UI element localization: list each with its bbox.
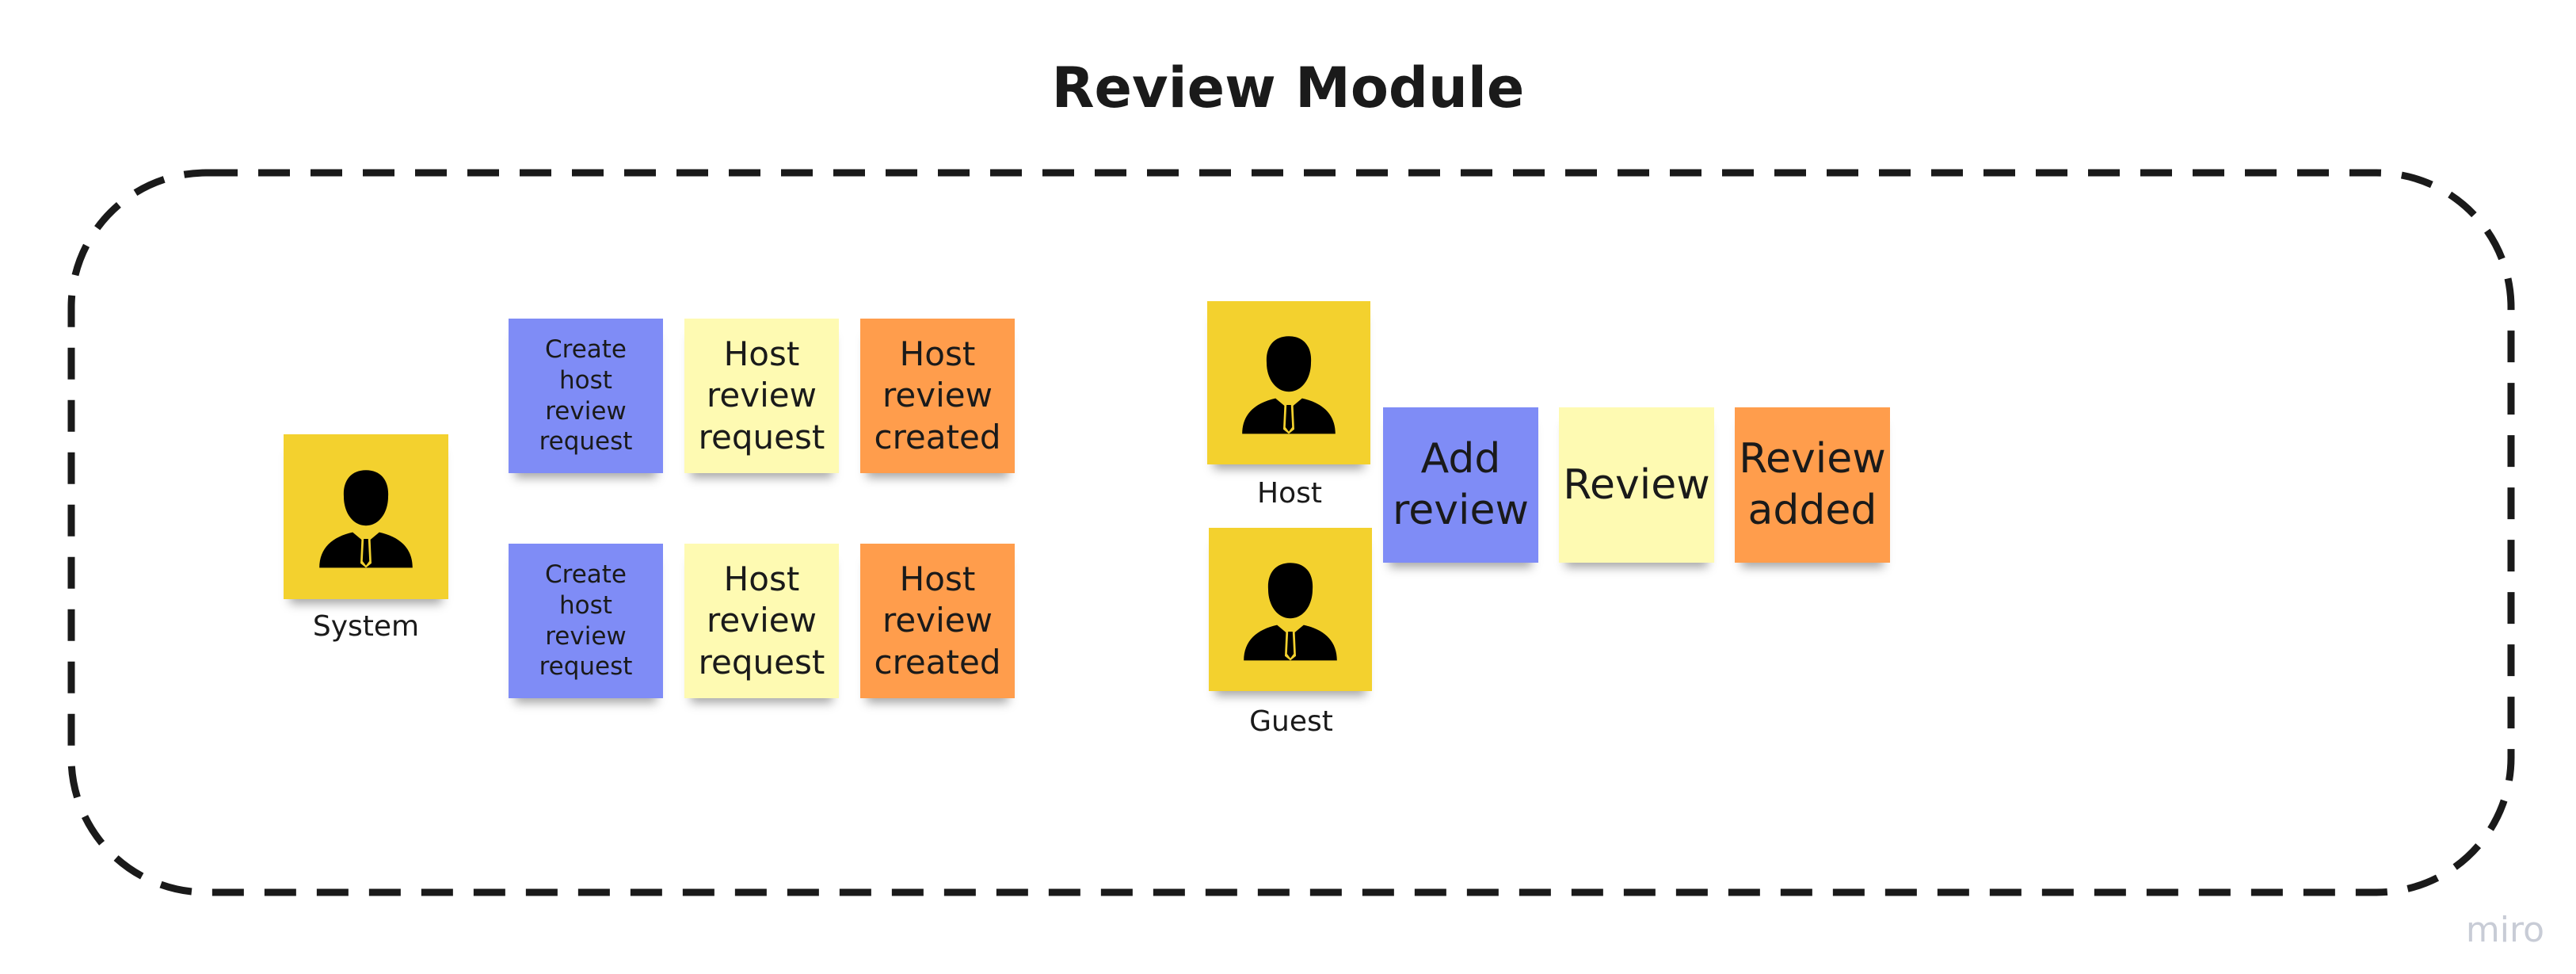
event-host-review-created-2: Host review created [860, 544, 1015, 698]
actor-system-label: System [312, 610, 420, 643]
actor-guest-label: Guest [1249, 705, 1333, 738]
person-icon [319, 470, 413, 568]
command-add-review: Add review [1383, 407, 1538, 563]
policy-host-review-request-1: Host review request [684, 319, 839, 473]
event-review-added: Review added [1735, 407, 1890, 563]
person-icon [1244, 563, 1337, 661]
event-host-review-created-1: Host review created [860, 319, 1015, 473]
diagram-title: Review Module [1051, 55, 1525, 120]
miro-logo: miro [2465, 910, 2544, 950]
actor-host [1207, 301, 1370, 464]
command-create-host-review-request-1: Create host review request [509, 319, 663, 473]
actor-system [284, 434, 448, 599]
person-icon [1242, 336, 1336, 434]
actor-guest [1209, 528, 1372, 691]
policy-host-review-request-2: Host review request [684, 544, 839, 698]
actor-host-label: Host [1257, 477, 1322, 510]
aggregate-review: Review [1559, 407, 1714, 563]
command-create-host-review-request-2: Create host review request [509, 544, 663, 698]
